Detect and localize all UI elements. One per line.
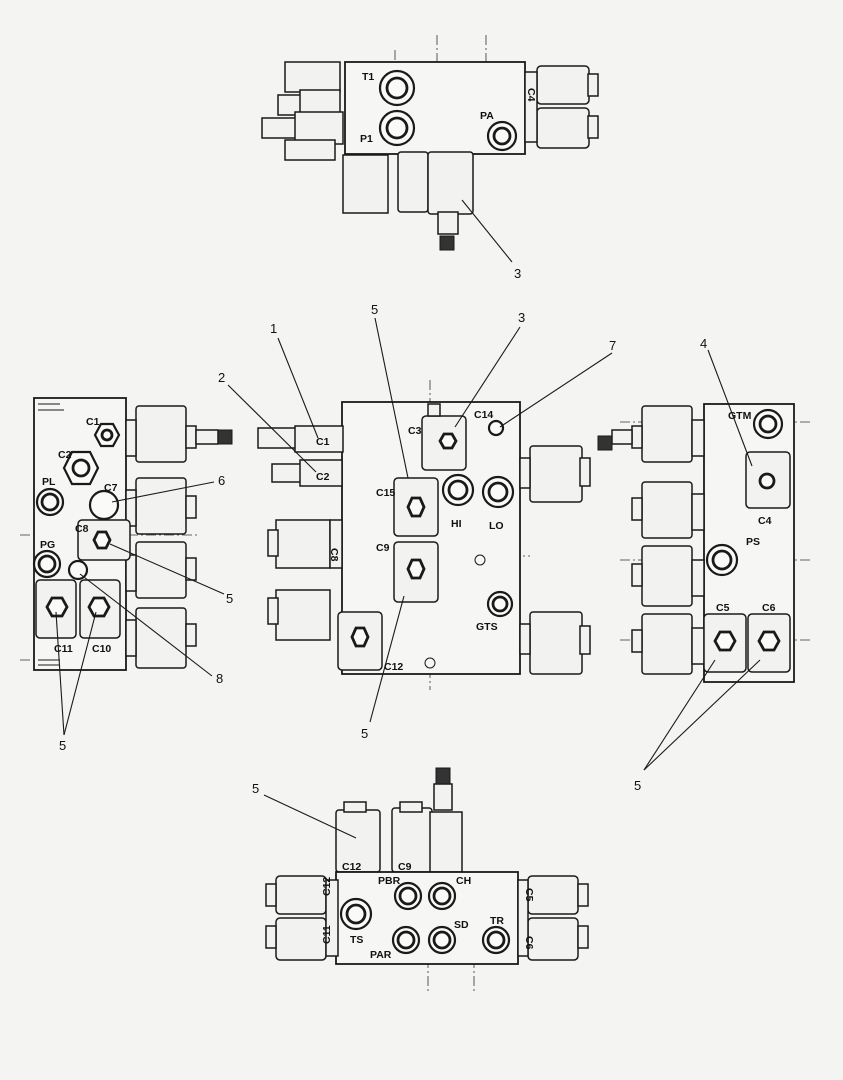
port-label-c15: C15 [376, 487, 395, 499]
top-view: T1 P1 PA C4 3 [261, 35, 599, 281]
port-label-lo: LO [489, 520, 504, 532]
port-label-c10: C10 [92, 643, 111, 655]
port-label-c11: C11 [54, 643, 73, 655]
left-view: C1 C2 PL C7 C8 PG C11 C10 6 5 8 5 [20, 397, 233, 753]
port-label-c7: C7 [104, 482, 118, 494]
callout-3-front: 3 [518, 310, 525, 325]
callout-5-right-bottom: 5 [634, 778, 641, 793]
port-label-c1-left: C1 [86, 416, 100, 428]
side-label-c5-bottom: C5 [523, 888, 535, 902]
port-label-pbr: PBR [378, 875, 401, 887]
port-label-ch: CH [456, 875, 471, 887]
port-label-c9: C9 [376, 542, 390, 554]
port-label-pg: PG [40, 539, 55, 551]
side-label-c8: C8 [328, 548, 340, 562]
side-label-c6-bottom: C6 [523, 936, 535, 950]
side-label-c12-top: C12 [342, 861, 361, 873]
bottom-view: PBR CH TS SD TR PAR C12 C9 C5 C6 C12 C11… [252, 767, 589, 992]
port-label-ps: PS [746, 536, 760, 548]
port-label-c2: C2 [316, 471, 330, 483]
callout-6: 6 [218, 473, 225, 488]
port-label-ts: TS [350, 934, 363, 946]
port-label-c2-left: C2 [58, 449, 72, 461]
callout-1: 1 [270, 321, 277, 336]
port-label-sd: SD [454, 919, 469, 931]
port-label-p1: P1 [360, 133, 373, 145]
callout-4: 4 [700, 336, 707, 351]
port-label-c14: C14 [474, 409, 493, 421]
port-label-c5: C5 [716, 602, 730, 614]
port-label-hi: HI [451, 518, 462, 530]
side-label-c4: C4 [525, 88, 537, 102]
callout-8: 8 [216, 671, 223, 686]
side-label-c11-bottom: C11 [321, 925, 333, 944]
port-label-par: PAR [370, 949, 392, 961]
callout-7: 7 [609, 338, 616, 353]
side-label-c12-bottom: C12 [321, 877, 333, 896]
port-label-gts: GTS [476, 621, 498, 633]
callout-3-top: 3 [514, 266, 521, 281]
callout-5-front-bottom: 5 [361, 726, 368, 741]
port-label-c8: C8 [75, 523, 89, 535]
callout-2: 2 [218, 370, 225, 385]
callout-5-front-top: 5 [371, 302, 378, 317]
port-label-c12: C12 [384, 661, 403, 673]
right-view: GTM C4 PS C5 C6 4 5 [597, 336, 810, 793]
callout-5-left: 5 [226, 591, 233, 606]
port-label-pl: PL [42, 476, 56, 488]
side-label-c9-top: C9 [398, 861, 412, 873]
port-label-c6: C6 [762, 602, 776, 614]
port-label-c1: C1 [316, 436, 330, 448]
port-label-c3: C3 [408, 425, 422, 437]
port-label-tr: TR [490, 915, 504, 927]
callout-5-left-bottom: 5 [59, 738, 66, 753]
port-label-c4-right: C4 [758, 515, 772, 527]
port-label-t1: T1 [362, 71, 374, 83]
front-view: C1 C2 C3 C14 C15 HI LO C9 GTS C12 C8 1 2… [218, 302, 616, 741]
port-label-pa: PA [480, 110, 494, 122]
callout-5-bottom-view: 5 [252, 781, 259, 796]
